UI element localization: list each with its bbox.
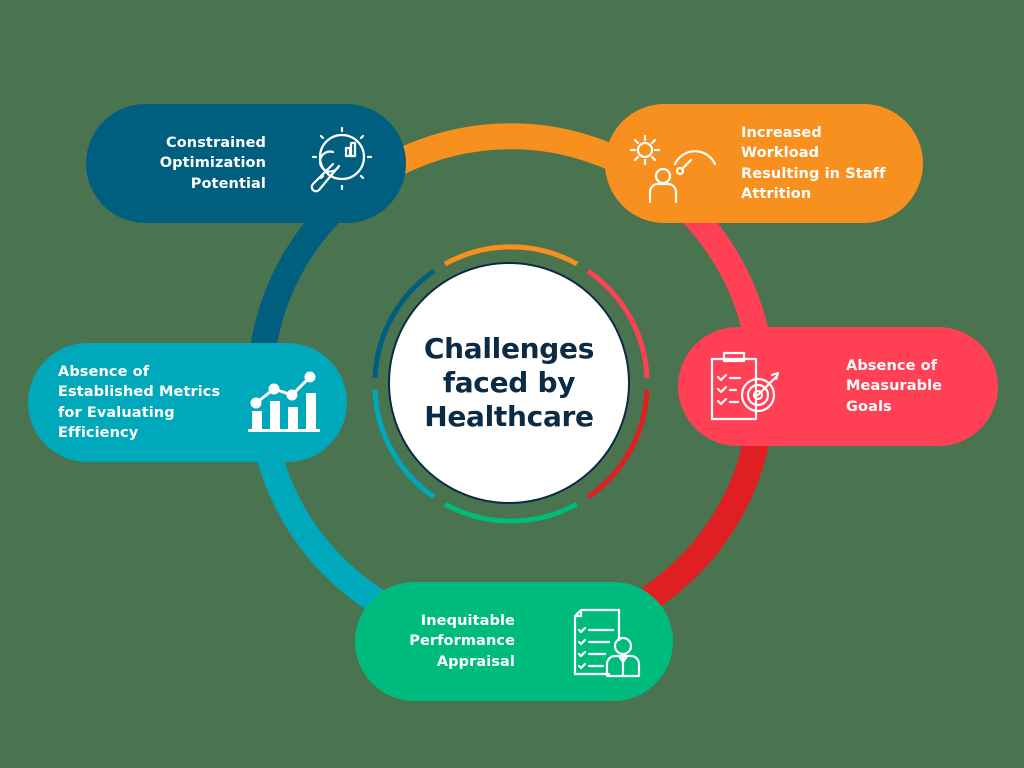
wrench-gear-chart-icon bbox=[296, 124, 376, 204]
inner-ring-green-segment bbox=[443, 501, 579, 524]
challenge-label: Inequitable Performance Appraisal bbox=[409, 612, 515, 670]
challenge-inequitable-appraisal: Inequitable Performance Appraisal bbox=[355, 582, 673, 701]
challenge-absence-metrics: Absence of Established Metrics for Evalu… bbox=[28, 343, 347, 462]
challenge-label: Absence of Measurable Goals bbox=[846, 357, 943, 415]
center-title: Challenges faced by Healthcare bbox=[423, 332, 595, 433]
clipboard-target-icon bbox=[706, 347, 786, 427]
inner-ring-red-segment bbox=[586, 389, 650, 500]
inner-ring-orange-segment bbox=[443, 244, 579, 267]
checklist-person-icon bbox=[563, 602, 643, 682]
outer-ring-orange-segment bbox=[383, 123, 647, 184]
bar-line-chart-icon bbox=[244, 363, 324, 443]
center-hub: Challenges faced by Healthcare bbox=[388, 262, 630, 504]
inner-ring bbox=[372, 244, 650, 524]
inner-ring-pink-segment bbox=[586, 268, 650, 379]
challenge-label: Increased Workload Resulting in Staff At… bbox=[741, 124, 886, 203]
challenge-label: Constrained Optimization Potential bbox=[159, 134, 266, 192]
challenge-absence-measurable-goals: Absence of Measurable Goals bbox=[678, 327, 998, 446]
person-gear-gauge-icon bbox=[627, 124, 719, 204]
challenge-increased-workload: Increased Workload Resulting in Staff At… bbox=[605, 104, 923, 223]
challenge-constrained-optimization: Constrained Optimization Potential bbox=[86, 104, 406, 223]
inner-ring-teal-segment bbox=[372, 268, 436, 379]
challenge-label: Absence of Established Metrics for Evalu… bbox=[58, 363, 221, 442]
inner-ring-cyan-segment bbox=[372, 389, 436, 500]
